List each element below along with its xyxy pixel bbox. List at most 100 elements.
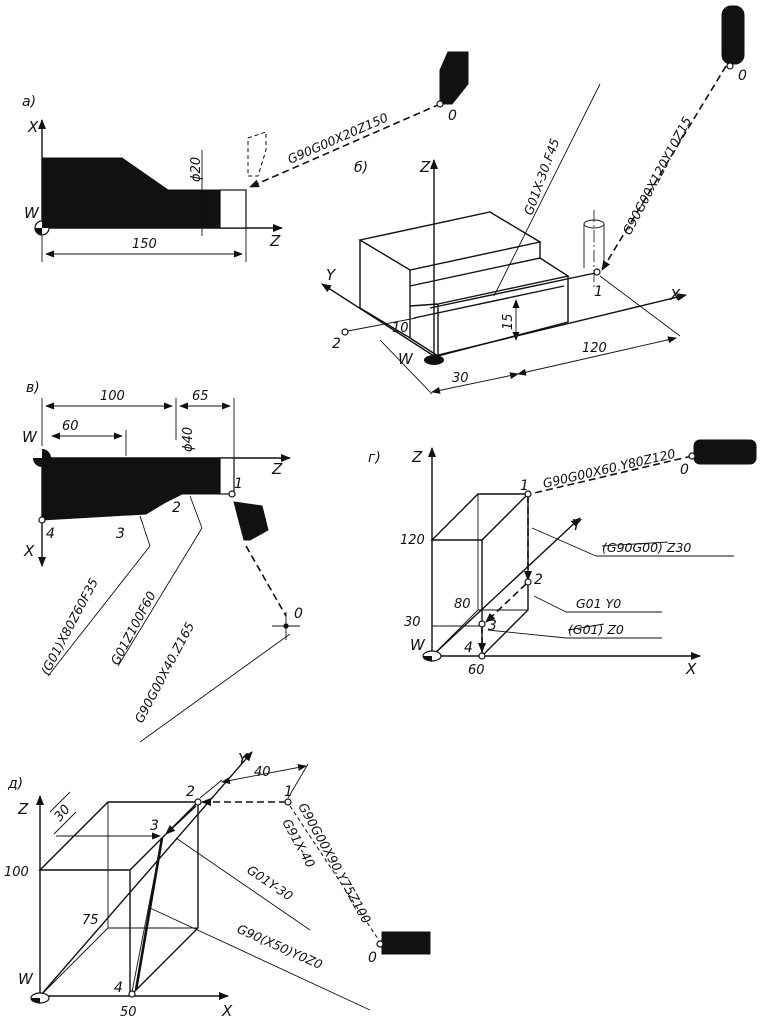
dim-100-v: 100	[100, 389, 125, 404]
tool-g	[693, 439, 757, 465]
x-axis-label-g: X	[685, 660, 697, 678]
panel-g: г) Z X Y 0 G90G00X60.Y80Z120 1 2	[368, 439, 757, 678]
point-3-label-g: 3	[488, 618, 497, 634]
dim-120-g: 120	[400, 533, 425, 548]
tool-point-label-d: 0	[368, 950, 377, 966]
point-4-label-d: 4	[114, 980, 123, 996]
y-axis-d	[39, 751, 253, 997]
plunge-path-d	[134, 837, 164, 991]
y-axis-g	[431, 517, 581, 657]
box-g	[430, 493, 530, 657]
rapid-path-b	[601, 65, 727, 271]
svg-text:G90(X50)Y0Z0: G90(X50)Y0Z0	[235, 921, 325, 972]
point-2-label-v: 2	[172, 500, 181, 516]
diameter-label-v: ϕ40	[181, 427, 196, 452]
rapid-path-v	[245, 545, 287, 617]
point-1-b	[593, 268, 601, 276]
command-a: G90G00X20Z150	[285, 110, 390, 167]
x-axis-label-b: X	[669, 286, 681, 304]
point-1-label-g: 1	[520, 478, 529, 494]
tool-d	[381, 931, 431, 955]
tool-point-label-a: 0	[448, 108, 457, 124]
point-2-label-d: 2	[186, 784, 195, 800]
stepped-block-b	[358, 211, 570, 357]
x-axis-label-a: X	[27, 118, 39, 136]
tool-point-b	[726, 62, 734, 70]
tool-point-a	[436, 100, 444, 108]
point-2-label-g: 2	[534, 572, 543, 588]
dim-10-b: 10	[392, 321, 409, 336]
point-2-d	[194, 798, 202, 806]
point-1-label-v: 1	[234, 476, 243, 492]
tool-ghost-a	[247, 131, 267, 177]
command-3-v: (G01)X80Z60F35	[37, 576, 101, 678]
svg-text:(G01) Z0: (G01) Z0	[568, 622, 624, 637]
dim-65-v: 65	[192, 389, 209, 404]
z-axis-label-d: Z	[17, 800, 29, 818]
command-3-g: G01 Y0	[576, 596, 621, 611]
point-4-v	[38, 516, 46, 524]
dim-30-g: 30	[404, 615, 421, 630]
point-1-g	[524, 490, 532, 498]
workpiece-v	[41, 457, 221, 521]
z-axis-label-a: Z	[269, 232, 281, 250]
point-4-label-g: 4	[464, 640, 473, 656]
z-axis-label-v: Z	[271, 460, 283, 478]
tool-point-label-b: 0	[738, 68, 747, 84]
panel-b: б) Z X Y G01X-30.F45 G90G00X120Y10Z15	[321, 5, 747, 395]
panel-v: в) Z X W 100 65 60 ϕ40 1 2 3 4	[22, 380, 303, 743]
point-2-g	[524, 578, 532, 586]
command-4-tail-d: Y0Z0	[289, 945, 324, 972]
point-3-label-v: 3	[116, 526, 125, 542]
origin-label-a: W	[24, 204, 40, 222]
z-axis-label-g: Z	[411, 448, 423, 466]
stock-end-a	[219, 189, 247, 229]
dim-100-d: 100	[4, 865, 29, 880]
dim-15-b: 15	[501, 313, 516, 330]
y-axis-label-b: Y	[326, 266, 337, 284]
point-2-label-b: 2	[332, 336, 341, 352]
point-3-label-d: 3	[150, 818, 159, 834]
command-2-v: G01Z100F60	[107, 589, 158, 668]
tool-point-d	[376, 940, 384, 948]
length-label-a: 150	[132, 237, 157, 252]
point-1-label-b: 1	[594, 284, 603, 300]
point-4-g	[478, 652, 486, 660]
dim-80-g: 80	[454, 597, 471, 612]
feed-path-b	[429, 271, 601, 309]
point-3-g	[478, 620, 486, 628]
command-2-g: Z30	[663, 540, 691, 555]
dim-30-d: 30	[52, 802, 74, 824]
command-1-g: G90G00X60.Y80Z120	[541, 446, 677, 491]
point-4-d	[128, 990, 136, 998]
tool-point-g	[688, 452, 696, 460]
origin-label-g: W	[410, 636, 426, 654]
box-d	[38, 801, 200, 997]
tool-v	[233, 501, 269, 541]
point-2-b	[341, 328, 349, 336]
y0-path-g	[485, 583, 527, 623]
panel-a-label: а)	[22, 94, 36, 110]
dim-75-d: 75	[82, 913, 99, 928]
panel-v-label: в)	[26, 380, 40, 396]
diameter-label-a: ϕ20	[189, 157, 204, 182]
origin-marker-b	[424, 355, 444, 365]
dim-60-v: 60	[62, 419, 79, 434]
point-4-label-v: 4	[46, 526, 55, 542]
panel-g-label: г)	[368, 450, 381, 466]
y-axis-label-d: Y	[238, 750, 249, 768]
command-2-struck-g: (G90G00)	[602, 540, 663, 555]
point-1-v	[228, 490, 236, 498]
origin-label-v: W	[22, 428, 38, 446]
dim-40-d: 40	[254, 765, 271, 780]
rapid-path-d	[289, 805, 381, 943]
feed-command-b: G01X-30.F45	[521, 136, 563, 217]
y-axis-b	[321, 283, 435, 357]
tool-ghost-b	[583, 210, 605, 290]
origin-label-b: W	[398, 350, 414, 368]
command-3-d: G01Y-30	[244, 862, 295, 903]
command-1-v: G90G00X40.Z165	[131, 619, 197, 725]
svg-text:(G90G00) Z30: (G90G00) Z30	[602, 540, 691, 555]
point-1-d	[284, 798, 292, 806]
